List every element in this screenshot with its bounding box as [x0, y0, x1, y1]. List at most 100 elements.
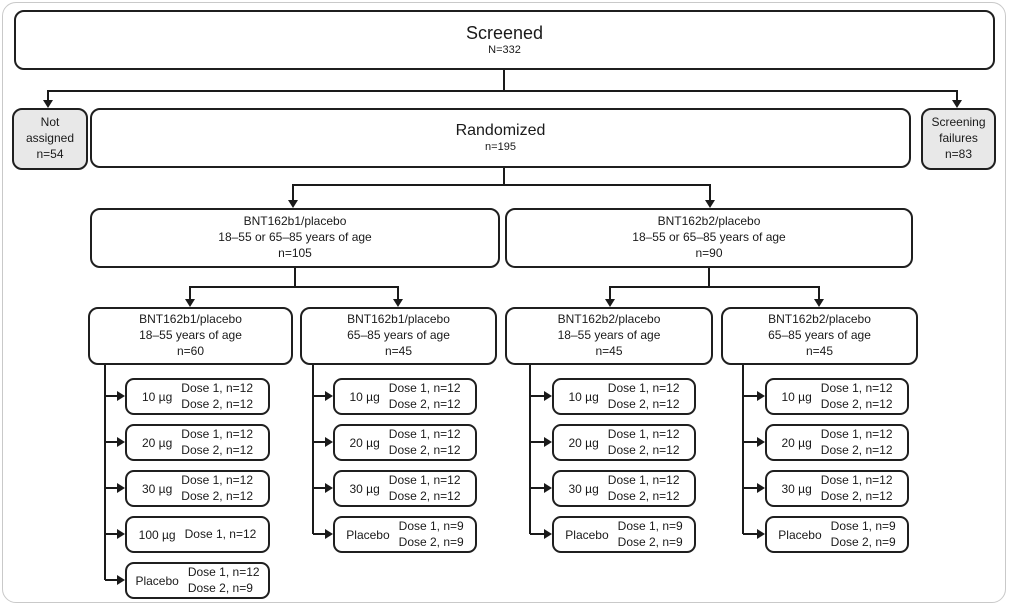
- dose2-count: Dose 2, n=12: [388, 442, 461, 457]
- dose1-count: Dose 1, n=12: [820, 380, 893, 395]
- dose-counts: Dose 1, n=12 Dose 2, n=12: [821, 381, 893, 412]
- group-count: n=45: [384, 343, 413, 358]
- dose2-count: Dose 2, n=12: [607, 488, 680, 503]
- dose-label: 30 µg: [349, 481, 380, 496]
- dose-counts: Dose 1, n=12 Dose 2, n=9: [188, 565, 260, 596]
- arm-title: BNT162b1/placebo: [243, 214, 347, 229]
- dose-box-10ug: 10 µg Dose 1, n=12 Dose 2, n=12: [765, 378, 909, 415]
- dose-label: 100 µg: [138, 527, 176, 542]
- dose-box-20ug: 20 µg Dose 1, n=12 Dose 2, n=12: [765, 424, 909, 461]
- dose-counts: Dose 1, n=12 Dose 2, n=12: [608, 381, 680, 412]
- dose-label: 30 µg: [142, 481, 173, 496]
- dose-box-100ug: 100 µg Dose 1, n=12: [125, 516, 270, 553]
- dose-label: 10 µg: [781, 389, 812, 404]
- group-count: n=60: [176, 343, 205, 358]
- dose-box-30ug: 30 µg Dose 1, n=12 Dose 2, n=12: [765, 470, 909, 507]
- dose-box-30ug: 30 µg Dose 1, n=12 Dose 2, n=12: [552, 470, 696, 507]
- dose2-count: Dose 2, n=12: [820, 396, 893, 411]
- not-assigned-box: Not assigned n=54: [12, 108, 88, 170]
- dose-counts: Dose 1, n=12 Dose 2, n=12: [389, 381, 461, 412]
- dose-counts: Dose 1, n=12 Dose 2, n=12: [181, 427, 253, 458]
- dose2-count: Dose 2, n=12: [181, 442, 253, 457]
- dose2-count: Dose 2, n=12: [820, 488, 893, 503]
- arm-count: n=90: [695, 245, 723, 260]
- dose-label: 20 µg: [349, 435, 380, 450]
- dose1-count: Dose 1, n=12: [184, 526, 257, 541]
- dose1-count: Dose 1, n=12: [181, 472, 253, 487]
- dose2-count: Dose 2, n=12: [181, 488, 253, 503]
- dose1-count: Dose 1, n=12: [187, 564, 260, 579]
- screened-count: N=332: [488, 44, 521, 57]
- dose-label: 20 µg: [142, 435, 173, 450]
- dose-counts: Dose 1, n=12: [185, 527, 257, 543]
- dose2-count: Dose 2, n=12: [181, 396, 253, 411]
- group-age: 65–85 years of age: [768, 328, 871, 343]
- dose-box-placebo: Placebo Dose 1, n=12 Dose 2, n=9: [125, 562, 270, 599]
- dose1-count: Dose 1, n=12: [181, 380, 253, 395]
- dose-label: 10 µg: [349, 389, 380, 404]
- dose-box-30ug: 30 µg Dose 1, n=12 Dose 2, n=12: [333, 470, 477, 507]
- group-title: BNT162b1/placebo: [139, 312, 242, 327]
- arm-box-bnt162b1: BNT162b1/placebo 18–55 or 65–85 years of…: [90, 208, 500, 268]
- dose1-count: Dose 1, n=12: [181, 426, 253, 441]
- dose-label: 20 µg: [568, 435, 599, 450]
- group-count: n=45: [595, 343, 623, 358]
- not-assigned-count: n=54: [36, 146, 64, 161]
- group-title: BNT162b1/placebo: [347, 312, 450, 327]
- randomized-count: n=195: [485, 141, 516, 154]
- dose1-count: Dose 1, n=12: [607, 380, 680, 395]
- dose-box-placebo: Placebo Dose 1, n=9 Dose 2, n=9: [765, 516, 909, 553]
- group-count: n=45: [805, 343, 834, 358]
- dose-counts: Dose 1, n=12 Dose 2, n=12: [608, 427, 680, 458]
- screened-title: Screened: [465, 22, 544, 43]
- group-title: BNT162b2/placebo: [768, 312, 871, 327]
- dose-counts: Dose 1, n=9 Dose 2, n=9: [399, 519, 464, 550]
- dose2-count: Dose 2, n=12: [607, 396, 680, 411]
- randomized-title: Randomized: [455, 122, 546, 140]
- arm-count: n=105: [278, 245, 312, 260]
- dose-counts: Dose 1, n=12 Dose 2, n=12: [389, 427, 461, 458]
- group-age: 18–55 years of age: [139, 328, 242, 343]
- dose-counts: Dose 1, n=12 Dose 2, n=12: [608, 473, 680, 504]
- dose-box-20ug: 20 µg Dose 1, n=12 Dose 2, n=12: [552, 424, 696, 461]
- dose-label: 30 µg: [568, 481, 599, 496]
- dose2-count: Dose 2, n=12: [388, 488, 461, 503]
- dose-box-10ug: 10 µg Dose 1, n=12 Dose 2, n=12: [125, 378, 270, 415]
- dose2-count: Dose 2, n=9: [830, 534, 896, 549]
- arm-age: 18–55 or 65–85 years of age: [218, 230, 372, 245]
- group-age: 18–55 years of age: [557, 328, 661, 343]
- dose-box-placebo: Placebo Dose 1, n=9 Dose 2, n=9: [333, 516, 477, 553]
- randomized-box: Randomized n=195: [90, 108, 911, 168]
- dose1-count: Dose 1, n=12: [820, 426, 893, 441]
- dose1-count: Dose 1, n=9: [617, 518, 683, 533]
- dose-label: 10 µg: [142, 389, 173, 404]
- dose-counts: Dose 1, n=12 Dose 2, n=12: [821, 427, 893, 458]
- dose2-count: Dose 2, n=12: [607, 442, 680, 457]
- dose1-count: Dose 1, n=9: [830, 518, 896, 533]
- dose-box-10ug: 10 µg Dose 1, n=12 Dose 2, n=12: [333, 378, 477, 415]
- dose-label: 30 µg: [781, 481, 812, 496]
- arm-age: 18–55 or 65–85 years of age: [632, 230, 786, 245]
- dose-box-20ug: 20 µg Dose 1, n=12 Dose 2, n=12: [333, 424, 477, 461]
- dose1-count: Dose 1, n=12: [820, 472, 893, 487]
- dose-counts: Dose 1, n=9 Dose 2, n=9: [618, 519, 683, 550]
- screening-failures-label: Screening failures: [931, 115, 986, 146]
- arm-box-bnt162b2: BNT162b2/placebo 18–55 or 65–85 years of…: [505, 208, 913, 268]
- dose-label: Placebo: [778, 527, 822, 542]
- group-title: BNT162b2/placebo: [557, 312, 661, 327]
- group-box-b1-younger: BNT162b1/placebo 18–55 years of age n=60: [88, 307, 293, 365]
- dose-counts: Dose 1, n=12 Dose 2, n=12: [389, 473, 461, 504]
- dose1-count: Dose 1, n=12: [607, 472, 680, 487]
- dose-label: 20 µg: [781, 435, 812, 450]
- dose2-count: Dose 2, n=12: [388, 396, 461, 411]
- dose-label: Placebo: [346, 527, 390, 542]
- group-box-b2-older: BNT162b2/placebo 65–85 years of age n=45: [721, 307, 918, 365]
- dose-counts: Dose 1, n=12 Dose 2, n=12: [181, 473, 253, 504]
- screened-box: Screened N=332: [14, 10, 995, 70]
- group-box-b1-older: BNT162b1/placebo 65–85 years of age n=45: [300, 307, 497, 365]
- dose1-count: Dose 1, n=12: [388, 426, 461, 441]
- group-box-b2-younger: BNT162b2/placebo 18–55 years of age n=45: [505, 307, 713, 365]
- dose2-count: Dose 2, n=12: [820, 442, 893, 457]
